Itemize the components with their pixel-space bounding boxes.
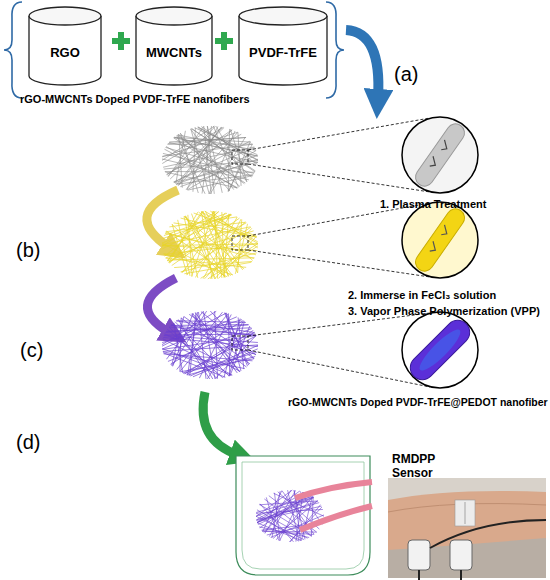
panel-letter: (a)	[394, 62, 438, 86]
zoom-circle-fecl3	[402, 202, 478, 278]
product-caption: rGO-MWCNTs Doped PVDF-TrFE@PEDOT nanofib…	[288, 396, 550, 409]
process-step: 3. Vapor Phase Polymerization (VPP)	[348, 305, 548, 318]
curly-braces	[4, 2, 344, 98]
zoom-leaders	[232, 118, 430, 387]
panel-letter: (c)	[20, 338, 64, 362]
fiber-mesh	[162, 126, 258, 194]
material-cylinder: MWCNTs	[135, 6, 213, 86]
panel-letter: (d)	[16, 430, 60, 454]
material-cylinder: PVDF-TrFE	[238, 6, 328, 86]
process-step: 1. Plasma Treatment	[380, 198, 545, 211]
material-name: RGO	[50, 33, 80, 60]
fiber-mesh	[256, 490, 324, 542]
zoom-circle-pedot	[402, 312, 478, 388]
nanofiber-meshes	[162, 126, 258, 379]
blue-arrow	[346, 30, 378, 98]
material-caption: rGO-MWCNTs Doped PVDF-TrFE nanofibers	[20, 93, 330, 106]
material-name: MWCNTs	[146, 33, 202, 60]
panel-letter: (b)	[16, 238, 60, 262]
green-arrow	[203, 392, 238, 455]
material-cylinder: RGO	[28, 6, 102, 86]
material-name: PVDF-TrFE	[249, 33, 317, 60]
sensor-drawing	[236, 456, 372, 575]
zoom-circle-plasma	[402, 117, 478, 193]
fiber-mesh	[162, 211, 258, 279]
wrist-photo	[388, 478, 546, 580]
sensor-name: RMDPP Sensor	[392, 452, 452, 481]
process-step: 2. Immerse in FeCl₃ solution	[348, 289, 548, 302]
fiber-mesh	[162, 311, 258, 379]
